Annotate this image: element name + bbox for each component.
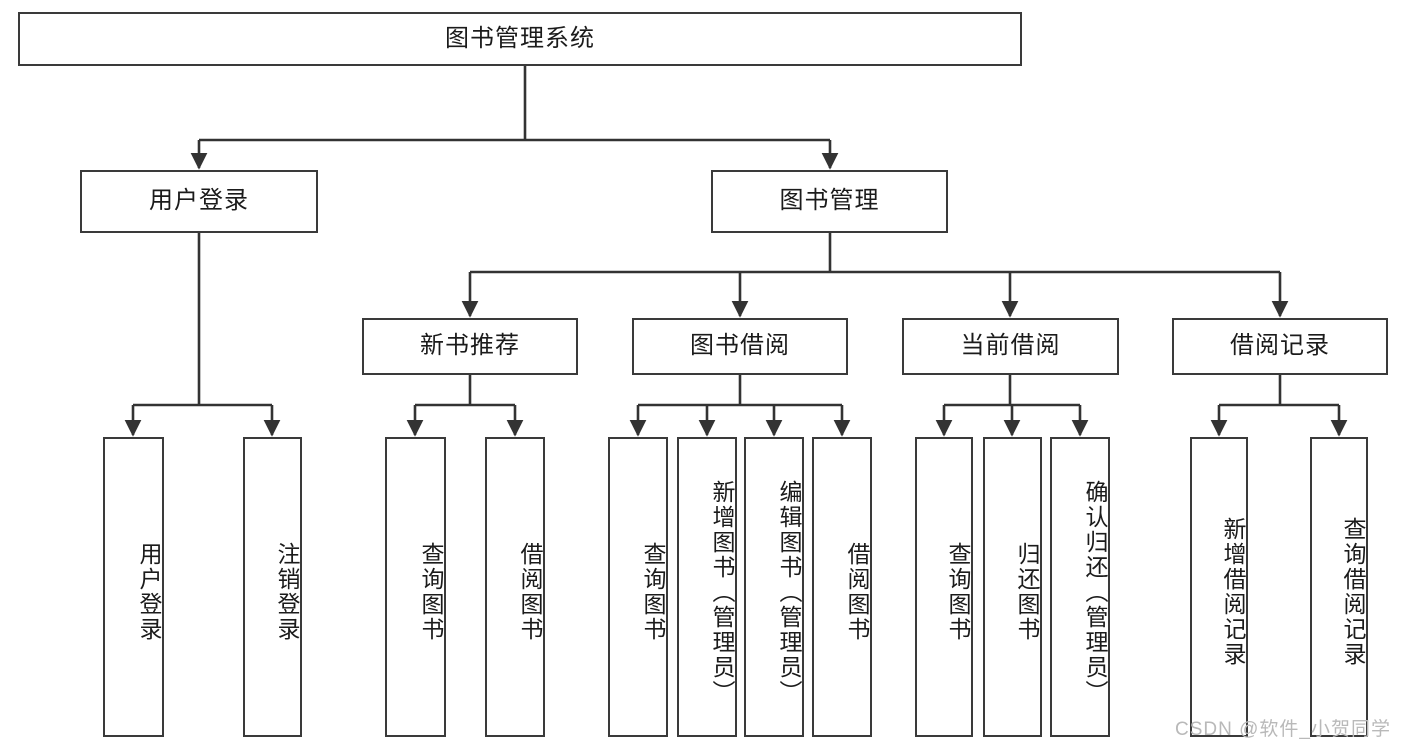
node-root-label: 图书管理系统 (445, 24, 595, 52)
node-user-login-label: 用户登录 (149, 187, 249, 215)
leaf-confirm-return-admin-label: 确认归还（管理员） (1082, 479, 1108, 705)
leaf-query-book-borrow[interactable]: 查询图书 (608, 437, 668, 737)
leaf-borrow-book-label: 借阅图书 (844, 542, 870, 642)
leaf-query-borrow-record-label: 查询借阅记录 (1340, 517, 1366, 667)
leaf-return-book-label: 归还图书 (1014, 542, 1040, 642)
leaf-borrow-book-rec-label: 借阅图书 (517, 542, 543, 642)
node-borrow-record-label: 借阅记录 (1230, 332, 1330, 360)
leaf-add-book-admin[interactable]: 新增图书（管理员） (677, 437, 737, 737)
leaf-add-borrow-record-label: 新增借阅记录 (1220, 517, 1246, 667)
watermark: CSDN @软件_小贺同学 (1175, 719, 1391, 740)
leaf-edit-book-admin-label: 编辑图书（管理员） (776, 479, 802, 705)
node-book-management-label: 图书管理 (779, 187, 880, 215)
leaf-query-book-borrow-label: 查询图书 (640, 542, 666, 642)
node-new-book-recommend[interactable]: 新书推荐 (362, 318, 578, 375)
leaf-edit-book-admin[interactable]: 编辑图书（管理员） (744, 437, 804, 737)
leaf-query-book-rec-label: 查询图书 (418, 542, 444, 642)
leaf-query-borrow-record[interactable]: 查询借阅记录 (1310, 437, 1368, 737)
node-book-management[interactable]: 图书管理 (711, 170, 948, 233)
leaf-user-login[interactable]: 用户登录 (103, 437, 164, 737)
node-book-borrow[interactable]: 图书借阅 (632, 318, 848, 375)
leaf-return-book[interactable]: 归还图书 (983, 437, 1042, 737)
leaf-logout-label: 注销登录 (274, 542, 300, 642)
node-root[interactable]: 图书管理系统 (18, 12, 1022, 66)
node-current-borrow-label: 当前借阅 (960, 332, 1061, 360)
leaf-add-book-admin-label: 新增图书（管理员） (709, 479, 735, 705)
leaf-query-book-current-label: 查询图书 (945, 542, 971, 642)
leaf-borrow-book[interactable]: 借阅图书 (812, 437, 872, 737)
node-new-book-recommend-label: 新书推荐 (420, 332, 520, 360)
leaf-query-book-rec[interactable]: 查询图书 (385, 437, 446, 737)
node-current-borrow[interactable]: 当前借阅 (902, 318, 1119, 375)
leaf-confirm-return-admin[interactable]: 确认归还（管理员） (1050, 437, 1110, 737)
leaf-add-borrow-record[interactable]: 新增借阅记录 (1190, 437, 1248, 737)
leaf-logout[interactable]: 注销登录 (243, 437, 302, 737)
node-user-login[interactable]: 用户登录 (80, 170, 318, 233)
node-book-borrow-label: 图书借阅 (690, 332, 790, 360)
node-borrow-record[interactable]: 借阅记录 (1172, 318, 1388, 375)
leaf-user-login-label: 用户登录 (136, 542, 162, 642)
leaf-query-book-current[interactable]: 查询图书 (915, 437, 973, 737)
leaf-borrow-book-rec[interactable]: 借阅图书 (485, 437, 545, 737)
